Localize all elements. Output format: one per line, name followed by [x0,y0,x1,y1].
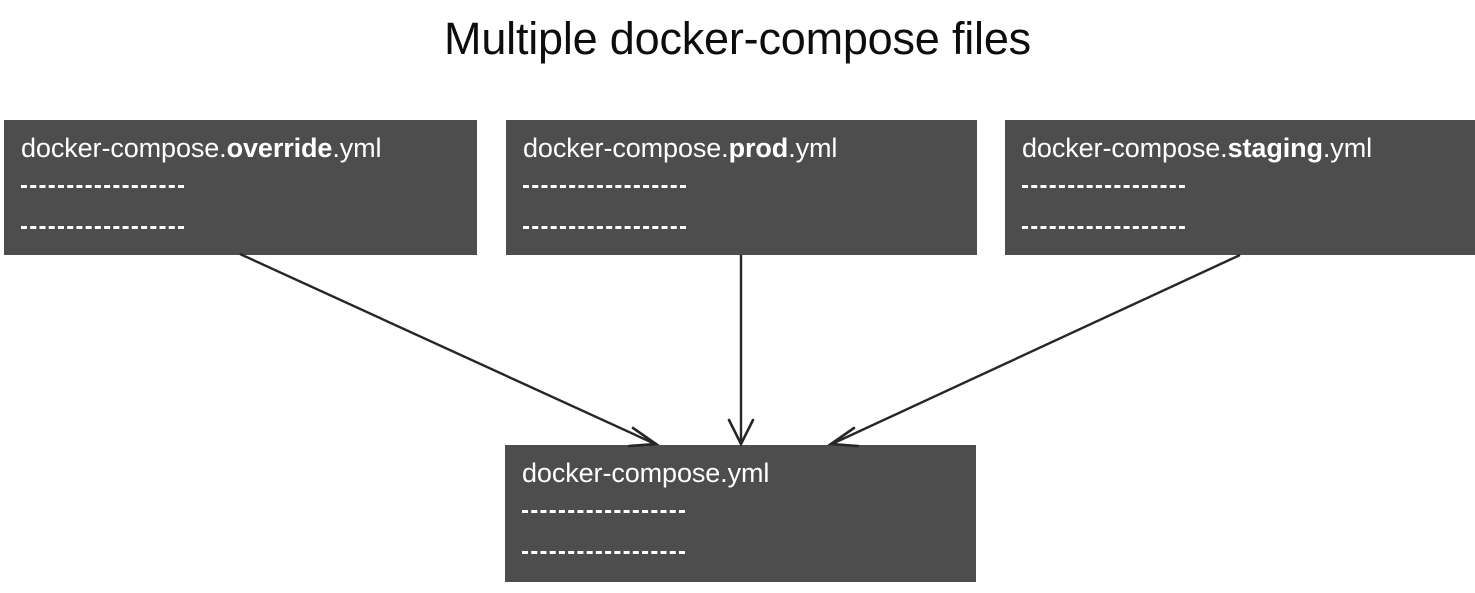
file-box-prod-label: docker-compose.prod.yml [523,130,837,166]
file-box-staging-suffix: .yml [1322,133,1372,163]
file-box-staging-prefix: docker-compose. [1022,133,1228,163]
file-box-prod-content-line-1 [523,185,686,188]
file-box-staging-label: docker-compose.staging.yml [1022,130,1372,166]
file-box-override-suffix: .yml [332,133,382,163]
file-box-staging-emphasis: staging [1227,133,1323,163]
file-box-prod-suffix: .yml [788,133,838,163]
arrow-staging-to-base-head [827,426,860,448]
arrow-staging-to-base-line [833,253,1241,445]
file-box-base-content-line-2 [522,551,685,554]
arrow-override-to-base-line [239,252,654,445]
file-box-staging-content-line-2 [1022,226,1185,229]
file-box-override-prefix: docker-compose. [21,133,227,163]
file-box-override-content-line-2 [21,226,184,229]
arrow-override-to-base-head [627,426,660,448]
arrow-prod-to-base [727,255,755,447]
file-box-prod-prefix: docker-compose. [523,133,729,163]
file-box-staging[interactable]: docker-compose.staging.yml [1005,120,1475,255]
arrow-override-to-base [239,252,660,448]
file-box-override-emphasis: override [226,133,333,163]
file-box-base[interactable]: docker-compose.yml [505,445,976,582]
file-box-base-content-line-1 [522,510,685,513]
arrow-prod-to-base-head [727,418,755,447]
arrow-staging-to-base [827,253,1241,448]
file-box-override-label: docker-compose.override.yml [21,130,382,166]
file-box-override[interactable]: docker-compose.override.yml [4,120,477,255]
file-box-prod[interactable]: docker-compose.prod.yml [506,120,977,255]
file-box-base-label: docker-compose.yml [522,455,769,491]
file-box-staging-content-line-1 [1022,185,1185,188]
file-box-prod-emphasis: prod [728,133,789,163]
page-title: Multiple docker-compose files [444,13,1031,64]
file-box-prod-content-line-2 [523,226,686,229]
file-box-base-prefix: docker-compose.yml [522,458,770,488]
file-box-override-content-line-1 [21,185,184,188]
